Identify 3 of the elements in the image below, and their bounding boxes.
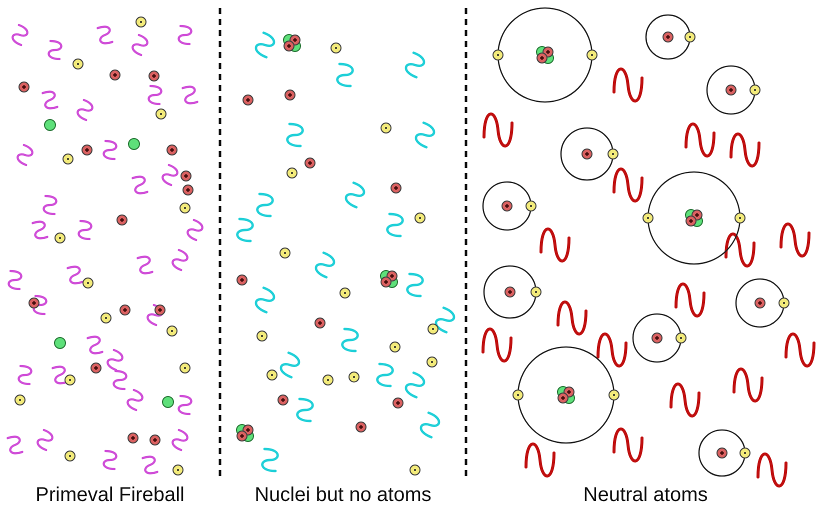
panel-caption: Primeval Fireball [34, 484, 186, 507]
panel-caption: Neutral atoms [582, 484, 709, 507]
panel-caption: Nuclei but no atoms [254, 484, 432, 507]
